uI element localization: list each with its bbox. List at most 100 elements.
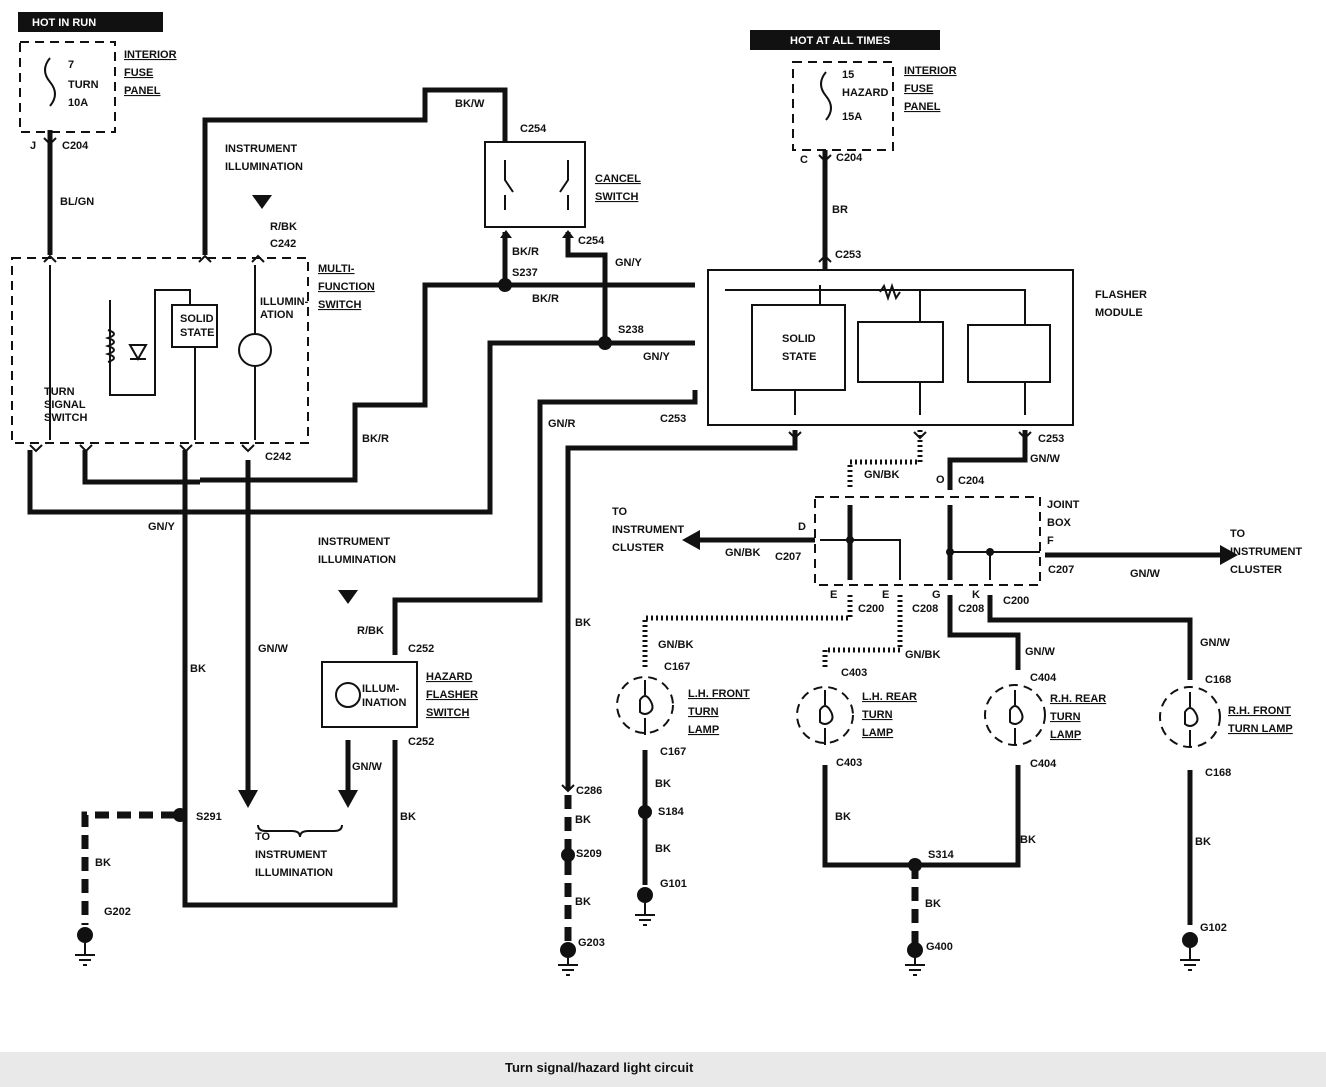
svg-text:BK: BK xyxy=(575,896,591,908)
svg-text:BK/R: BK/R xyxy=(532,293,559,305)
svg-text:C252: C252 xyxy=(408,643,434,655)
svg-text:BK: BK xyxy=(835,811,851,823)
svg-text:HAZARD: HAZARD xyxy=(842,87,888,99)
svg-text:G202: G202 xyxy=(104,906,131,918)
svg-text:FUNCTION: FUNCTION xyxy=(318,281,375,293)
svg-text:INATION: INATION xyxy=(362,697,406,709)
svg-text:TO: TO xyxy=(255,831,271,843)
svg-text:TURN LAMP: TURN LAMP xyxy=(1228,723,1293,735)
fuse-15-symbol xyxy=(820,71,832,121)
svg-text:C168: C168 xyxy=(1205,767,1231,779)
svg-text:SOLID: SOLID xyxy=(782,333,816,345)
svg-text:S314: S314 xyxy=(928,849,955,861)
svg-text:C: C xyxy=(800,154,808,166)
svg-text:L.H. FRONT: L.H. FRONT xyxy=(688,688,750,700)
to-illumination-brace xyxy=(257,824,343,838)
svg-text:G: G xyxy=(932,589,941,601)
svg-text:SWITCH: SWITCH xyxy=(595,191,638,203)
svg-text:HOT AT ALL TIMES: HOT AT ALL TIMES xyxy=(790,35,890,47)
svg-text:10A: 10A xyxy=(68,97,88,109)
svg-text:FUSE: FUSE xyxy=(904,83,933,95)
svg-text:D: D xyxy=(798,521,806,533)
svg-text:O: O xyxy=(936,474,945,486)
ground-g400-icon xyxy=(905,942,925,976)
svg-text:TURN: TURN xyxy=(68,79,99,91)
svg-text:PANEL: PANEL xyxy=(124,85,161,97)
svg-text:C252: C252 xyxy=(408,736,434,748)
flasher-relay-1 xyxy=(857,321,944,383)
svg-text:C242: C242 xyxy=(270,238,296,250)
svg-text:C404: C404 xyxy=(1030,758,1057,770)
diode-icon xyxy=(128,344,148,362)
svg-text:C200: C200 xyxy=(1003,595,1029,607)
svg-text:ILLUMINATION: ILLUMINATION xyxy=(318,554,396,566)
fuse-7-symbol xyxy=(44,57,56,107)
multi-function-switch: SOLID STATE ILLUMIN- ATION TURN SIGNAL S… xyxy=(11,257,375,444)
svg-text:HAZARD: HAZARD xyxy=(426,671,472,683)
svg-text:GN/Y: GN/Y xyxy=(643,351,671,363)
svg-text:E: E xyxy=(830,589,837,601)
hazard-illumination-bulb-icon xyxy=(335,682,361,708)
svg-text:SWITCH: SWITCH xyxy=(44,412,87,424)
svg-text:BK/R: BK/R xyxy=(362,433,389,445)
svg-text:BK: BK xyxy=(95,857,111,869)
multifunction-solid-state-box xyxy=(171,304,218,348)
svg-text:G101: G101 xyxy=(660,878,687,890)
svg-text:ILLUM-: ILLUM- xyxy=(362,683,400,695)
svg-text:R.H. REAR: R.H. REAR xyxy=(1050,693,1106,705)
svg-text:S291: S291 xyxy=(196,811,222,823)
svg-text:G400: G400 xyxy=(926,941,953,953)
svg-text:C403: C403 xyxy=(836,757,862,769)
svg-text:G102: G102 xyxy=(1200,922,1227,934)
svg-text:GN/W: GN/W xyxy=(1025,646,1056,658)
svg-text:C208: C208 xyxy=(912,603,938,615)
svg-text:S209: S209 xyxy=(576,848,602,860)
connector-marks xyxy=(29,137,1032,793)
svg-text:C253: C253 xyxy=(1038,433,1064,445)
svg-text:SIGNAL: SIGNAL xyxy=(44,399,86,411)
ground-g202-icon xyxy=(75,927,95,966)
illumination-bulb-icon xyxy=(238,333,272,367)
svg-text:SOLID: SOLID xyxy=(180,313,214,325)
svg-text:C242: C242 xyxy=(265,451,291,463)
svg-text:ILLUMIN-: ILLUMIN- xyxy=(260,296,309,308)
svg-text:MULTI-: MULTI- xyxy=(318,263,355,275)
svg-text:HOT IN RUN: HOT IN RUN xyxy=(32,17,96,29)
svg-text:BK: BK xyxy=(400,811,416,823)
lh-front-lamp-icon xyxy=(616,676,674,734)
svg-text:7: 7 xyxy=(68,59,74,71)
svg-text:STATE: STATE xyxy=(782,351,816,363)
svg-text:LAMP: LAMP xyxy=(862,727,893,739)
splice-s238 xyxy=(598,336,612,350)
svg-text:J: J xyxy=(30,140,36,152)
interior-fuse-panel-right: 15 HAZARD 15A INTERIOR FUSE PANEL xyxy=(792,61,957,151)
svg-text:C208: C208 xyxy=(958,603,984,615)
svg-text:BK: BK xyxy=(575,617,591,629)
svg-text:GN/BK: GN/BK xyxy=(905,649,941,661)
svg-text:STATE: STATE xyxy=(180,327,214,339)
svg-text:INSTRUMENT: INSTRUMENT xyxy=(255,849,327,861)
svg-text:C167: C167 xyxy=(660,746,686,758)
ground-g101-icon xyxy=(635,887,655,926)
svg-text:G203: G203 xyxy=(578,937,605,949)
svg-text:C204: C204 xyxy=(836,152,863,164)
svg-text:F: F xyxy=(1047,535,1054,547)
splices xyxy=(173,278,994,872)
to-cluster-arrow-right xyxy=(1220,545,1238,565)
svg-text:C200: C200 xyxy=(858,603,884,615)
svg-text:BL/GN: BL/GN xyxy=(60,196,94,208)
svg-text:SWITCH: SWITCH xyxy=(426,707,469,719)
svg-text:R/BK: R/BK xyxy=(357,625,384,637)
svg-text:FLASHER: FLASHER xyxy=(1095,289,1147,301)
svg-text:TURN: TURN xyxy=(1050,711,1081,723)
svg-text:R.H. FRONT: R.H. FRONT xyxy=(1228,705,1291,717)
svg-text:GN/W: GN/W xyxy=(1030,453,1061,465)
flasher-relay-2 xyxy=(967,324,1051,383)
svg-text:C207: C207 xyxy=(1048,564,1074,576)
splice-s291 xyxy=(173,808,187,822)
hot-at-all-times-header: HOT AT ALL TIMES xyxy=(750,30,940,50)
svg-text:C204: C204 xyxy=(958,475,985,487)
svg-text:15: 15 xyxy=(842,69,854,81)
svg-text:MODULE: MODULE xyxy=(1095,307,1143,319)
